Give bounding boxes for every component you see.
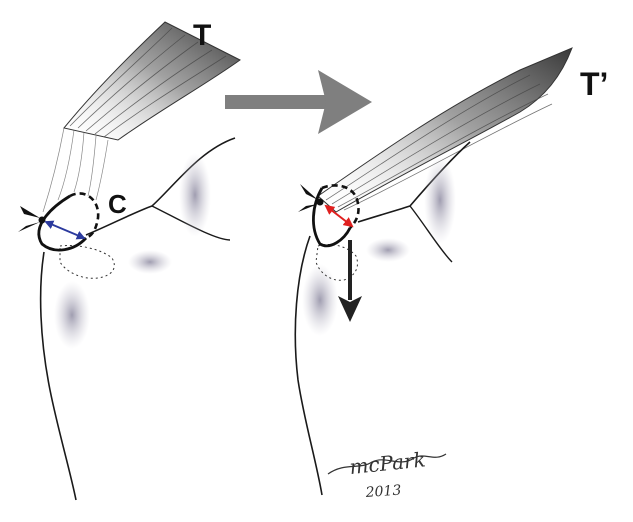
- signature-year: 2013: [364, 483, 402, 502]
- artist-signature: mcPark 2013: [328, 447, 446, 501]
- shading-glenoid-before: [179, 153, 211, 237]
- label-tendon-before: T: [193, 19, 211, 52]
- left-panel: T C: [18, 19, 240, 500]
- shading-neck-before: [128, 250, 172, 274]
- anchor-loop-solid-before: [39, 196, 86, 250]
- label-tendon-after: T’: [580, 66, 608, 102]
- down-arrow: [338, 240, 362, 322]
- signature-name: mcPark: [348, 447, 426, 479]
- shading-glenoid-after: [424, 156, 456, 244]
- capsule-outline-before: [86, 138, 235, 235]
- suture-knot-before: [18, 206, 46, 232]
- shading-humerus-before: [54, 281, 90, 349]
- blue-double-arrow: [46, 222, 84, 238]
- shading-humerus-after: [302, 264, 338, 336]
- shading-neck-after: [366, 238, 410, 262]
- label-capsule: C: [108, 189, 127, 219]
- transition-arrow: [225, 70, 372, 134]
- footprint-dotted-before: [60, 246, 114, 279]
